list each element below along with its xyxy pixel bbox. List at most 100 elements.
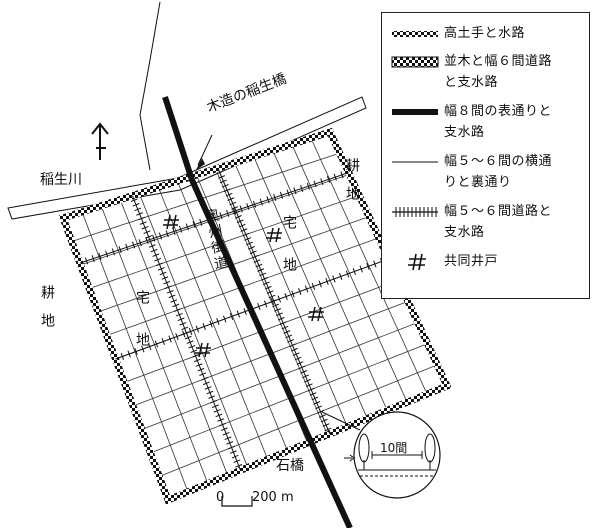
hatched-road-tick [262,281,270,286]
hatched-road-tick [148,244,156,248]
hatched-road-tick [206,390,214,395]
boundary-line [139,1,161,171]
hatched-road-tick [177,317,185,322]
hatched-road-tick [229,201,237,206]
hatched-road-tick [345,270,350,278]
hatched-road-tick [263,300,268,308]
hatched-road-tick [226,441,234,445]
hatched-road-tick [179,225,183,233]
hatched-road-tick [202,381,210,386]
hatched-road-tick [215,413,223,418]
hatched-road-tick [212,214,216,222]
road-section-inset [344,411,441,499]
residential-left-label: 宅地 [134,290,150,374]
hatched-road-tick [296,361,304,365]
hatched-road-tick [235,464,243,468]
hatched-road-tick [306,182,310,190]
scale-length-label: 200 m [252,490,294,505]
hatched-road-tick [182,330,186,338]
hatched-road-tick [232,207,237,215]
hatched-road-tick [325,278,329,285]
hatched-road-tick [141,225,149,230]
bridge-arrowhead [196,158,205,170]
legend-text: 高土手と水路 [444,26,526,41]
hatched-road-tick [352,268,357,275]
inset-pointer [321,411,361,431]
hatched-road-tick [240,228,248,232]
north-arrow-icon [91,122,109,160]
hatched-road-tick [84,257,89,265]
hatched-road-tick [318,414,326,418]
hatched-road-tick [320,178,324,186]
hatched-road-tick [339,273,343,280]
hatched-road-tick [156,262,163,267]
hatched-road-tick [193,358,201,363]
hatched-road-tick [168,294,176,299]
hatched-road-tick [175,312,183,317]
hatched-road-tick [279,321,287,325]
hatched-road-tick [234,215,242,219]
hatched-road-tick [125,243,129,251]
bridge-pointer [197,134,213,166]
hatched-road-tick [188,328,193,335]
hatched-road-tick [233,210,240,215]
hatched-road-tick [326,175,331,183]
hatched-road-tick [219,212,223,220]
hatched-road-tick [244,237,252,241]
hatched-road-tick [261,277,268,281]
hatched-road-tick [272,303,280,308]
hatched-road-tick [222,431,230,436]
hatched-road-tick [225,192,233,197]
hatched-road-tick [166,290,174,294]
hatched-road-tick [111,248,116,256]
hatched-road-tick [199,218,203,226]
legend-text: 幅５～６間道路と 支水路 [444,204,553,240]
hatched-road-tick [340,171,344,179]
hatched-road-tick [274,308,281,312]
scale-zero-label: 0 [216,490,225,505]
hatched-road-tick [195,325,200,333]
hatched-road-tick [154,257,162,262]
hatched-road-tick [291,290,295,298]
hatched-road-tick [300,370,308,374]
legend-item: 高土手と水路 [388,23,585,45]
hatched-road-tick [223,315,227,323]
hatched-road-tick [238,223,246,228]
legend-text: 共同井戸 [444,254,499,269]
hatched-road-tick [227,197,235,201]
hatched-road-tick [179,322,187,326]
well-icon [195,342,211,358]
tree-road-symbol-icon [388,51,444,73]
hatched-road-tick [289,343,296,348]
hatched-road-tick [229,313,234,320]
legend-text: 幅８間の表通りと 支水路 [444,104,553,140]
hatched-road-tick [266,196,270,204]
hatched-road-tick [211,404,219,409]
hatched-road-tick [273,194,277,201]
hatched-road-symbol-icon [388,201,444,223]
hatched-road-tick [287,339,295,343]
hatched-road-tick [298,365,306,370]
hatched-road-tick [220,427,228,431]
hatched-road-tick [192,221,196,229]
hatched-road-tick [236,310,241,318]
embankment-border [58,127,452,505]
hatched-road-tick [138,239,142,247]
hatched-road-tick [366,263,370,270]
legend-item: 幅５～６間の横通 りと裏通り [388,151,585,193]
hatched-road-tick [174,308,181,312]
hatched-road-tick [158,232,163,240]
hatched-road-tick [257,268,265,272]
hatched-road-tick [161,276,169,280]
hatched-road-tick [163,280,171,285]
hatched-road-tick [239,205,243,213]
hatched-road-tick [219,422,226,427]
hatched-road-tick [333,173,337,181]
hatched-road-tick [91,255,95,263]
hatched-road-tick [118,246,122,254]
hatched-road-tick [134,207,142,212]
hatched-road-tick [284,293,288,300]
hatched-road-tick [277,295,281,303]
hatched-road-tick [277,316,285,321]
hatched-road-tick [315,405,323,410]
